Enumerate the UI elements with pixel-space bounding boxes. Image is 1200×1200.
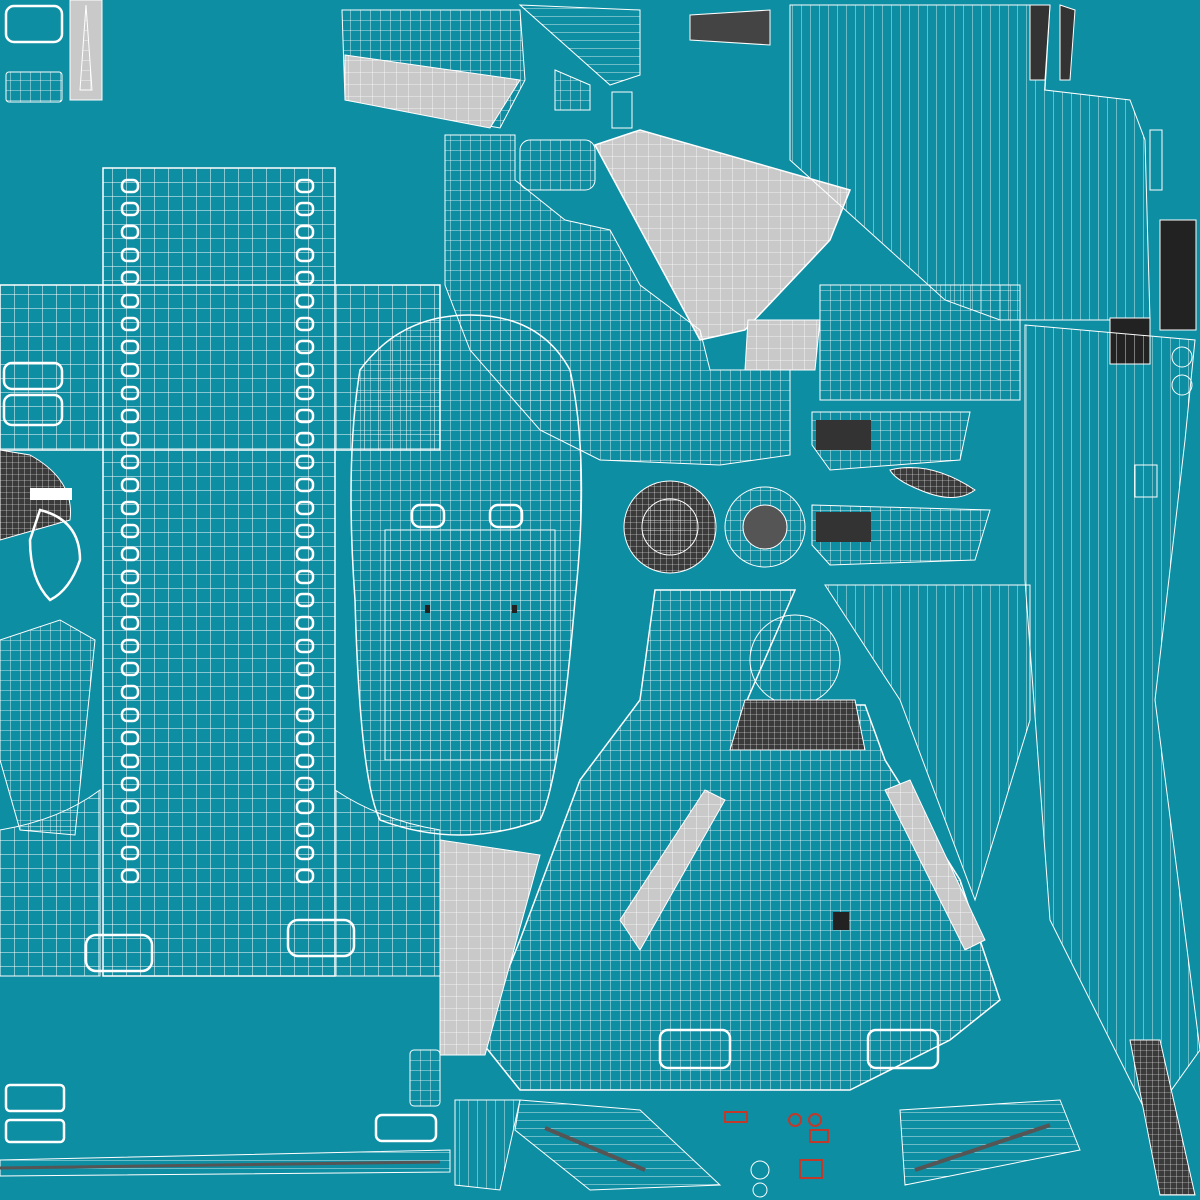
cabin-window-cutout [120, 385, 140, 401]
cabin-window-cutout [295, 431, 315, 447]
uv-small-pieces-top [519, 69, 633, 191]
cabin-window-cutout [120, 477, 140, 493]
cabin-window-cutout [295, 868, 315, 884]
cabin-window-cutout [120, 753, 140, 769]
cabin-window-cutout [120, 270, 140, 286]
uv-engine-intake-2 [724, 486, 806, 568]
uv-lower-fuselage [479, 589, 1001, 1091]
uv-patch-topleft-box [4, 4, 64, 103]
cabin-window-cutout [295, 270, 315, 286]
cabin-window-cutout [295, 684, 315, 700]
uv-door-cutouts [2, 361, 356, 973]
cabin-window-cutout [295, 730, 315, 746]
uv-engine-fan-left [0, 449, 82, 602]
cabin-window-cutout [120, 224, 140, 240]
cabin-window-cutout [120, 707, 140, 723]
cabin-window-cutout [295, 408, 315, 424]
cabin-window-cutout [295, 546, 315, 562]
uv-grey-strakes [439, 779, 986, 1056]
uv-left-side-panel [0, 619, 96, 836]
cabin-window-cutout [120, 776, 140, 792]
cabin-window-cutout [295, 569, 315, 585]
cabin-window-cutout [295, 845, 315, 861]
cabin-window-cutout [120, 316, 140, 332]
cabin-window-cutout [120, 247, 140, 263]
cabin-window-cutout [295, 454, 315, 470]
cabin-window-cutout [120, 569, 140, 585]
cabin-window-cutout [295, 293, 315, 309]
cabin-window-cutout [295, 339, 315, 355]
cabin-window-cutout [295, 385, 315, 401]
cabin-window-cutout [120, 799, 140, 815]
cabin-window-cutout [120, 868, 140, 884]
cabin-window-cutout [120, 431, 140, 447]
uv-patch-antenna-strip [69, 0, 103, 101]
cabin-window-cutout [120, 615, 140, 631]
cabin-window-cutout [120, 523, 140, 539]
cabin-window-cutout [120, 684, 140, 700]
cabin-window-cutout [120, 730, 140, 746]
cabin-window-cutout [120, 201, 140, 217]
cabin-window-cutout [120, 178, 140, 194]
cabin-window-cutout [295, 707, 315, 723]
cabin-window-cutout [295, 316, 315, 332]
uv-bottom-left-parts [0, 1049, 451, 1177]
uv-vertical-stabilizer [518, 4, 771, 86]
cabin-window-cutout [120, 454, 140, 470]
uv-fuselage-side-grid [444, 134, 1021, 466]
cabin-window-cutout [295, 615, 315, 631]
cabin-window-cutout [295, 638, 315, 654]
cabin-window-cutout [295, 201, 315, 217]
uv-window-row-left [120, 178, 140, 884]
uv-window-row-right [295, 178, 315, 884]
cabin-window-cutout [295, 592, 315, 608]
uv-wing-outer-top-right [789, 4, 1163, 321]
cabin-window-cutout [120, 408, 140, 424]
cabin-window-cutout [120, 822, 140, 838]
uv-cockpit-nose [350, 314, 583, 836]
cabin-window-cutout [120, 339, 140, 355]
cabin-window-cutout [120, 661, 140, 677]
cabin-window-cutout [295, 178, 315, 194]
uv-grey-wing-piece [341, 9, 526, 129]
cabin-window-cutout [120, 546, 140, 562]
cabin-window-cutout [295, 247, 315, 263]
cabin-window-cutout [120, 500, 140, 516]
cabin-window-cutout [120, 362, 140, 378]
cabin-window-cutout [120, 592, 140, 608]
cabin-window-cutout [295, 776, 315, 792]
cabin-window-cutout [120, 638, 140, 654]
cabin-window-cutout [295, 523, 315, 539]
cabin-window-cutout [295, 500, 315, 516]
cabin-window-cutout [295, 799, 315, 815]
uv-engine-intake-1 [623, 480, 717, 574]
cabin-window-cutout [295, 661, 315, 677]
uv-engine-nacelle-strips [811, 411, 991, 566]
cabin-window-cutout [295, 224, 315, 240]
cabin-window-cutout [295, 753, 315, 769]
cabin-window-cutout [295, 362, 315, 378]
cabin-window-cutout [295, 477, 315, 493]
uv-small-parts-red [724, 1111, 829, 1198]
cabin-window-cutout [120, 293, 140, 309]
cabin-window-cutout [120, 845, 140, 861]
uv-bottom-wing-tips [454, 1039, 1196, 1196]
uv-wing-right-long [824, 324, 1200, 1121]
cabin-window-cutout [295, 822, 315, 838]
